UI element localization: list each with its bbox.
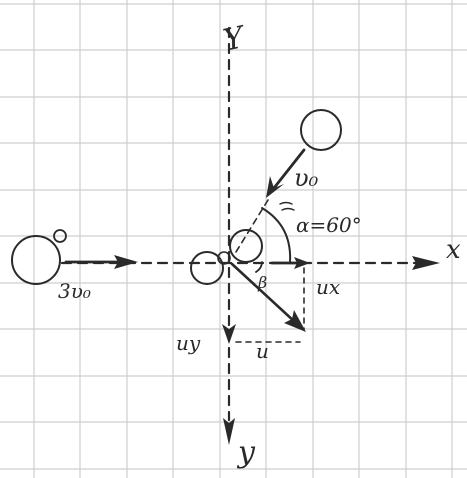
alpha-arc [261,207,292,263]
x-axis-label: x [446,235,461,265]
velocity-u-arrow [230,262,306,332]
left-ball [11,229,67,285]
x-axis [60,256,440,270]
velocity-arrow-right [266,148,306,198]
beta-arc [255,261,263,273]
velocity-u-label: u [256,339,269,363]
component-ux-label: ux [316,275,340,299]
y-axis-top-label: Y [220,20,250,59]
y-axis-arrowhead [223,418,235,445]
component-uy-label: uy [176,331,201,355]
incoming-speed-left-label: 3υ₀ [58,279,91,303]
component-ux-arrow [270,257,310,269]
merged-balls [190,229,263,285]
right-ball [300,109,342,151]
incoming-speed-right-label: υ₀ [294,164,319,192]
velocity-arrow-left [64,255,138,269]
y-axis [223,26,235,445]
component-uy-arrow [222,324,236,344]
alpha-hatch [279,201,295,211]
x-axis-arrowhead [412,256,440,270]
angle-alpha-label: α=60° [296,213,362,237]
angle-beta-label: β [257,273,267,292]
y-axis-label: y [236,435,256,470]
